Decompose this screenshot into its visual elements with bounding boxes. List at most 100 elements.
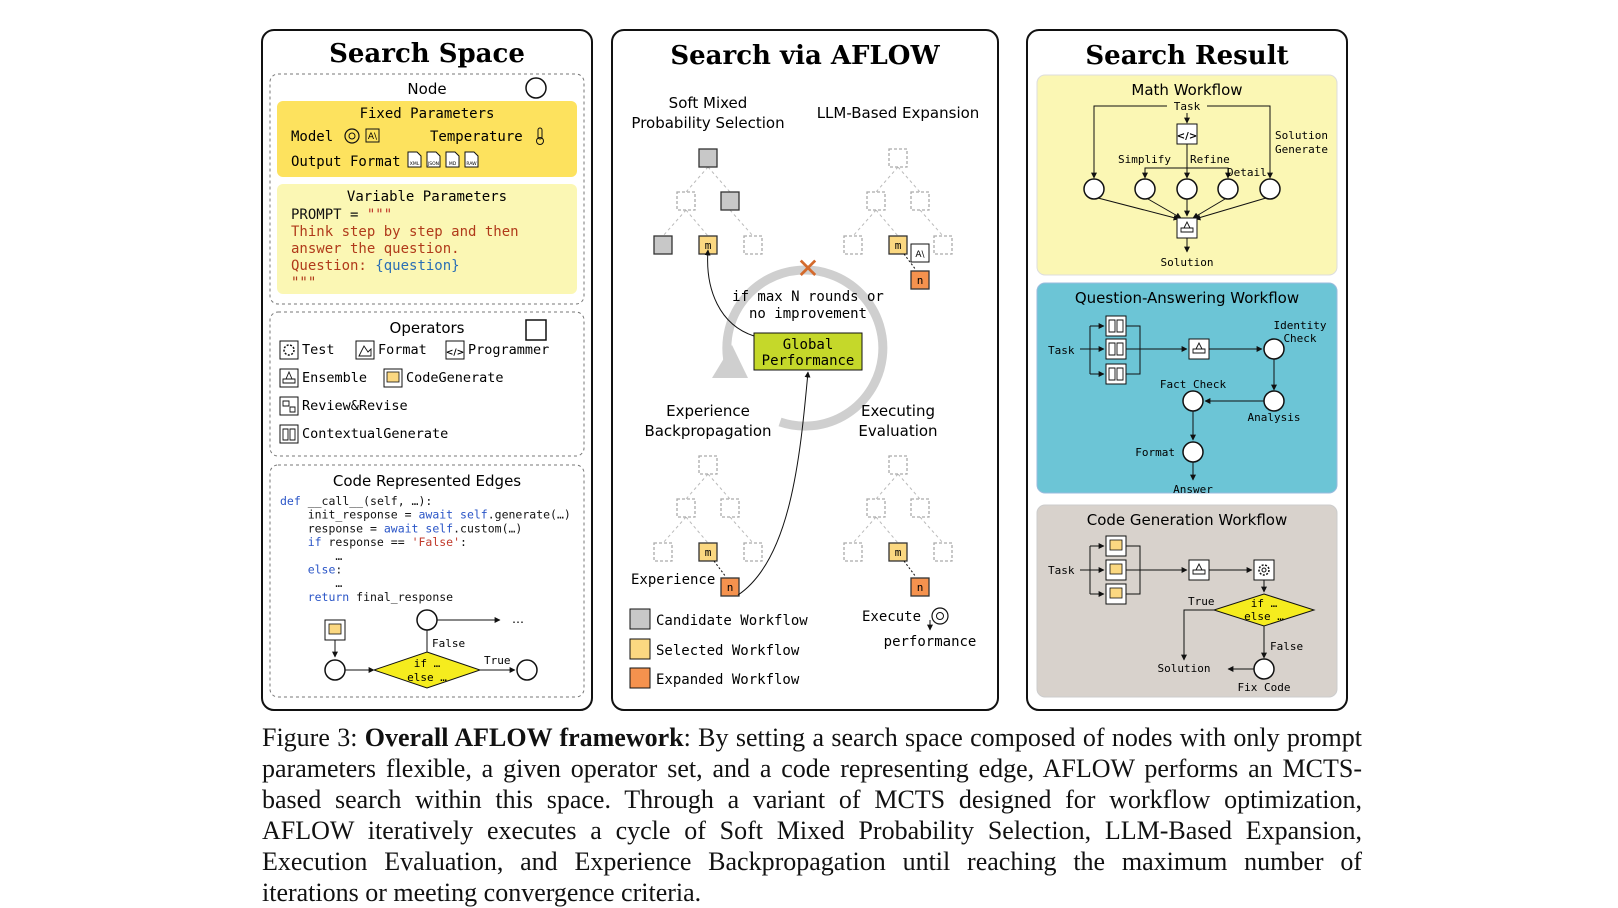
qa-format: Format (1135, 446, 1175, 459)
tree-node (888, 455, 908, 475)
variable-params-title: Variable Parameters (347, 189, 507, 205)
tree-node (866, 498, 886, 518)
tree-node (653, 235, 673, 255)
code-icon (445, 340, 465, 360)
execute-label: Execute (862, 609, 921, 625)
search-result-panel: Search Result Math Workflow Task </> Sol… (1026, 29, 1348, 711)
format-md-icon: MD (445, 151, 460, 168)
tree-node (676, 498, 696, 518)
format-icon (355, 340, 375, 360)
code-task: Task (1048, 564, 1075, 577)
tree-node (653, 542, 673, 562)
operator-test: Test (279, 340, 335, 360)
edge-false-label: False (432, 637, 465, 650)
code-line: else: (280, 563, 342, 577)
experience-small-label: Experience (631, 572, 715, 588)
thermometer-icon (536, 127, 544, 145)
math-solution: Solution (1161, 256, 1214, 269)
code-true-label: True (1188, 595, 1215, 608)
stop-condition-1: if max N rounds or (732, 289, 884, 305)
soft-mixed-label-2: Probability Selection (631, 114, 784, 132)
performance-label: performance (884, 634, 977, 650)
math-detail: Detail (1227, 166, 1267, 179)
tree-node (933, 542, 953, 562)
tree-node-label: m (895, 239, 902, 252)
tree-node (888, 148, 908, 168)
math-solution-gen-1: Solution (1275, 129, 1328, 142)
prompt-line-1: PROMPT = """ (291, 207, 392, 223)
format-badge-label: XML (410, 161, 420, 167)
code-line: init_response = await self.generate(…) (280, 508, 571, 522)
fixed-parameters-box (277, 101, 577, 177)
qa-format-node (1182, 441, 1204, 463)
operator-format: Format (355, 340, 427, 360)
llm-expansion-label: LLM-Based Expansion (817, 104, 980, 122)
code-solution: Solution (1158, 662, 1211, 675)
edge-condition-diamond (372, 651, 482, 689)
format-badge-label: JSON (427, 161, 439, 167)
qa-analysis-node (1263, 390, 1285, 412)
gear-icon (279, 340, 299, 360)
code-line: … (280, 549, 342, 563)
tree-node (843, 235, 863, 255)
operators-title: Operators (390, 319, 465, 337)
code-block: def __call__(self, …): init_response = a… (280, 494, 571, 604)
caption-figure: Figure 3: (262, 723, 365, 752)
math-task: Task (1174, 100, 1201, 113)
math-solution-gen-2: Generate (1275, 143, 1328, 156)
aflow-panel: Search via AFLOW Soft Mixed Probability … (611, 29, 999, 711)
operator-label: CodeGenerate (406, 370, 504, 386)
code-test-gear-icon (1253, 559, 1275, 581)
tree-node-label: m (705, 546, 712, 559)
aflow-title: Search via AFLOW (670, 41, 940, 71)
global-performance-box (753, 332, 863, 371)
edge-diagram: if … else … True False … (324, 609, 538, 689)
qa-identity-2: Check (1283, 332, 1316, 345)
qa-contextual-icon-3 (1105, 363, 1127, 385)
global-label-2: Performance (762, 353, 855, 369)
llm-anthropic-mark: A\ (915, 250, 925, 260)
tree-node (698, 542, 718, 562)
qa-task: Task (1048, 344, 1075, 357)
expanded-node (720, 577, 740, 597)
global-label-1: Global (783, 337, 834, 353)
legend-selected-swatch (629, 638, 651, 660)
edge-diamond-if: if … (414, 657, 441, 670)
legend-candidate-swatch (629, 608, 651, 630)
operator-label: Test (302, 342, 335, 358)
expand-edge (713, 560, 727, 578)
aflow-legend: Candidate Workflow Selected Workflow Exp… (629, 608, 808, 689)
code-line: if response == 'False': (280, 535, 467, 549)
llm-anthropic-icon (910, 243, 930, 263)
svg-text:</>: </> (1177, 131, 1197, 142)
math-node-1 (1083, 178, 1105, 200)
tree-node (888, 542, 908, 562)
qa-fact-check-node (1182, 390, 1204, 412)
stop-x-icon: ✕ (796, 252, 819, 285)
operators-box (269, 311, 585, 457)
code-line: return final_response (280, 590, 453, 604)
math-node-3 (1176, 178, 1198, 200)
code-diamond-if: if … (1251, 597, 1278, 610)
operator-contextualgenerate: ContextualGenerate (279, 424, 448, 444)
prompt-line-4: Question: {question} (291, 258, 460, 274)
figure-caption: Figure 3: Overall AFLOW framework: By se… (262, 722, 1362, 908)
code-edges-box (269, 464, 585, 698)
tree-node (933, 235, 953, 255)
legend-expanded: Expanded Workflow (656, 672, 800, 688)
fixed-params-title: Fixed Parameters (360, 106, 495, 122)
tree-node-label: m (895, 546, 902, 559)
code-fix-node (1253, 658, 1275, 680)
qa-title: Question-Answering Workflow (1075, 289, 1299, 307)
tree-node (888, 235, 908, 255)
caption-text: : By setting a search space composed of … (262, 723, 1362, 907)
format-raw-icon: RAW (464, 151, 479, 168)
output-format-label: Output Format (291, 154, 401, 170)
anthropic-icon: A\ (365, 128, 380, 143)
tree-node (698, 148, 718, 168)
qa-answer: Answer (1173, 483, 1213, 496)
tree-node-label: n (917, 274, 924, 287)
tree-node (843, 542, 863, 562)
code-fix-label: Fix Code (1238, 681, 1291, 694)
tree-node-label: n (727, 581, 734, 594)
